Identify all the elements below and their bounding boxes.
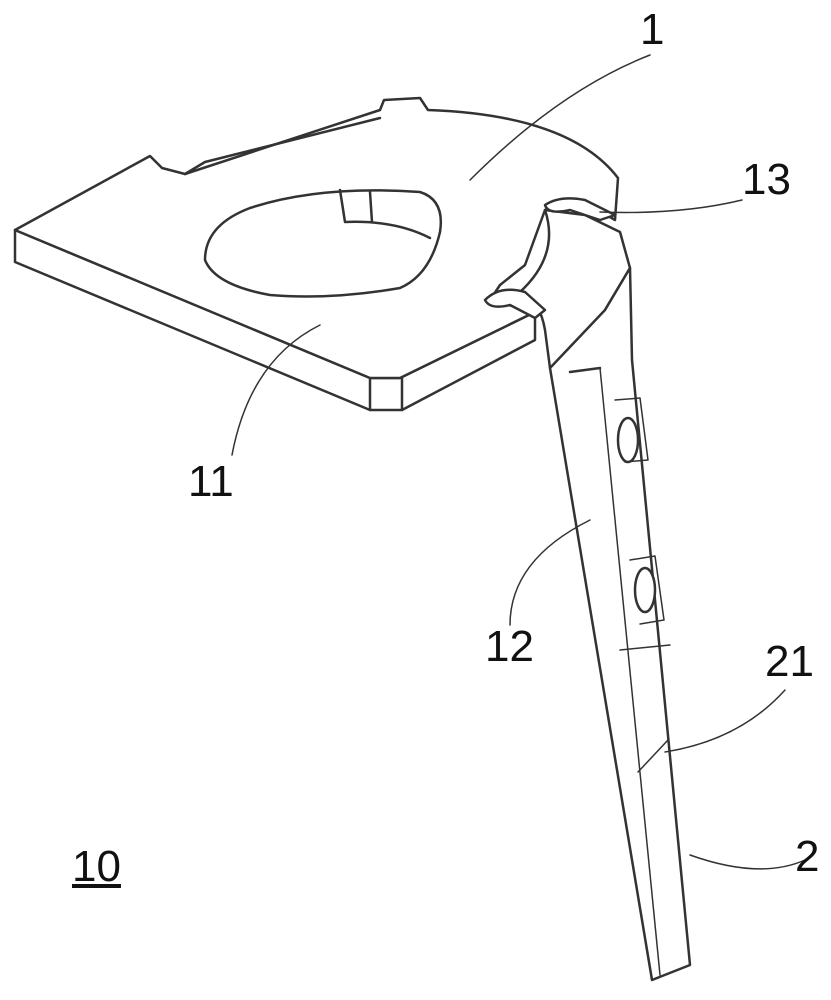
label-part-13: 13 — [742, 155, 791, 204]
slot-13 — [543, 197, 617, 222]
label-part-1: 1 — [640, 5, 665, 54]
strip — [548, 266, 692, 982]
plate-hole — [203, 189, 443, 298]
label-part-21: 21 — [765, 637, 814, 686]
label-part-2: 2 — [795, 832, 820, 881]
label-part-11: 11 — [188, 457, 234, 506]
label-assembly-10: 10 — [72, 842, 121, 891]
label-part-12: 12 — [485, 622, 534, 671]
leader-lines — [231, 54, 806, 870]
slot-lower — [483, 288, 547, 320]
